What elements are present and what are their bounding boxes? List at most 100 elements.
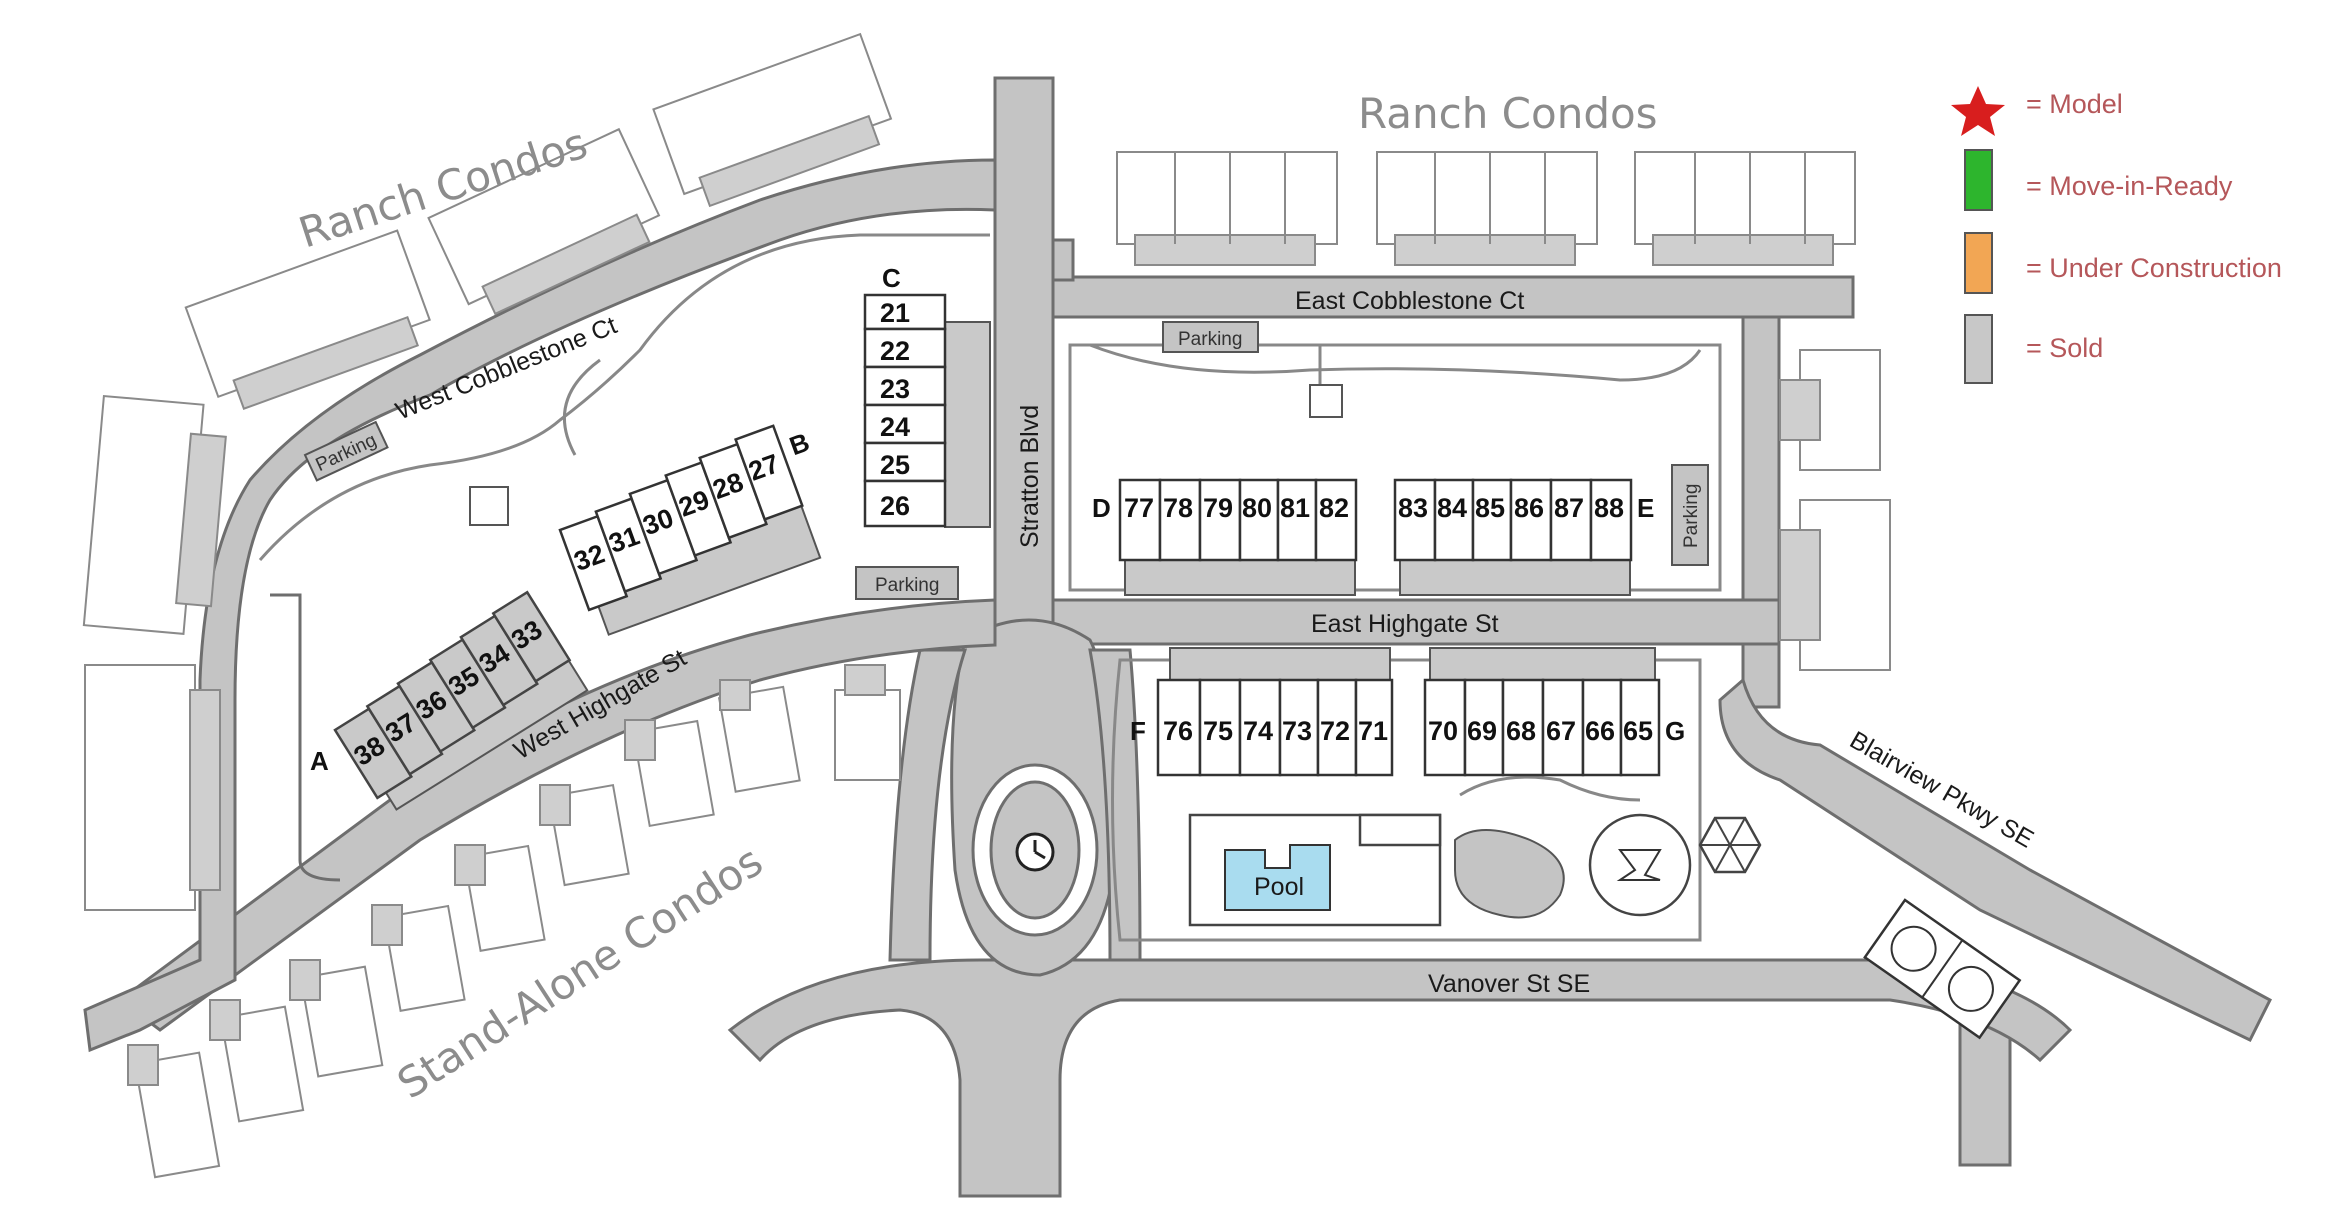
street-label-east-cobblestone: East Cobblestone Ct	[1295, 287, 1524, 315]
road-vanover	[727, 958, 2073, 1198]
plaza-area	[1454, 813, 1692, 919]
street-label-east-highgate: East Highgate St	[1311, 610, 1499, 638]
mailbox-kiosk	[469, 486, 509, 526]
unit-27[interactable]	[734, 424, 804, 521]
unit-71[interactable]	[1354, 678, 1394, 777]
unit-70[interactable]	[1423, 678, 1467, 777]
unit-73[interactable]	[1278, 678, 1320, 777]
road-west-cobblestone	[83, 158, 997, 1053]
unit-label: 79	[1203, 493, 1233, 523]
road-west-inner-path	[270, 593, 341, 882]
street-label-vanover: Vanover St SE	[1428, 970, 1590, 998]
legend-item-move-in-ready: = Move-in-Ready	[1964, 149, 2233, 211]
unit-label: 77	[1124, 493, 1154, 523]
unit-84[interactable]	[1433, 478, 1475, 562]
building-letter-g: G	[1665, 716, 1685, 746]
building-c: C 21 22 23 24 25 26	[863, 263, 991, 528]
unit-81[interactable]	[1276, 478, 1318, 562]
unit-label: 80	[1242, 493, 1272, 523]
unit-26[interactable]	[863, 479, 947, 528]
unit-label: 65	[1623, 716, 1653, 746]
unit-74[interactable]	[1238, 678, 1282, 777]
roads	[83, 76, 2272, 1198]
unit-87[interactable]	[1549, 478, 1593, 562]
unit-76[interactable]	[1156, 678, 1202, 777]
playground-icon	[1616, 849, 1662, 881]
unit-label: 66	[1585, 716, 1615, 746]
unit-label: 88	[1594, 493, 1624, 523]
unit-label: 73	[1282, 716, 1312, 746]
unit-label: 70	[1428, 716, 1458, 746]
star-icon	[1951, 86, 2005, 136]
unit-82[interactable]	[1314, 478, 1358, 562]
unit-label: 23	[880, 374, 910, 404]
unit-label: 24	[880, 412, 910, 442]
kiosk-east	[1309, 384, 1343, 418]
unit-label: 86	[1514, 493, 1544, 523]
building-letter-e: E	[1637, 493, 1654, 523]
unit-22[interactable]	[863, 327, 947, 369]
unit-68[interactable]	[1501, 678, 1545, 777]
unit-label: 68	[1506, 716, 1536, 746]
legend-label: = Under Construction	[2026, 253, 2282, 283]
area-label-ranch-condos-north: Ranch Condos	[1358, 89, 1658, 138]
gazebo-icon	[1698, 816, 1762, 874]
ranch-condos-west	[82, 32, 893, 911]
unit-label: 76	[1163, 716, 1193, 746]
road-east-cobblestone	[1051, 275, 1855, 319]
legend-item-sold: = Sold	[1964, 314, 2103, 384]
legend-label: = Move-in-Ready	[2026, 171, 2233, 201]
pool-label: Pool	[1254, 873, 1304, 901]
unit-85[interactable]	[1471, 478, 1513, 562]
unit-79[interactable]	[1198, 478, 1242, 562]
unit-83[interactable]	[1393, 478, 1437, 562]
unit-23[interactable]	[863, 365, 947, 407]
road-stratton-north	[993, 76, 1055, 670]
legend-item-under-construction: = Under Construction	[1964, 232, 2282, 294]
unit-33[interactable]	[491, 590, 572, 683]
unit-label: 69	[1467, 716, 1497, 746]
orange-unit-icon	[1964, 232, 1993, 294]
unit-label: 25	[880, 450, 910, 480]
legend-item-model: = Model	[1951, 86, 2123, 136]
building-letter-f: F	[1130, 716, 1146, 746]
unit-67[interactable]	[1541, 678, 1585, 777]
building-a: 38 37 36 35 34 33	[333, 590, 589, 811]
building-letter-a: A	[310, 746, 329, 776]
ranch-condos-east	[1779, 349, 1891, 671]
building-d: D 77 78 79 80 81 82	[1092, 478, 1358, 596]
building-letter-c: C	[882, 263, 901, 293]
unit-label: 26	[880, 491, 910, 521]
road-roundabout-east	[1088, 648, 1142, 962]
unit-label: 72	[1320, 716, 1350, 746]
unit-66[interactable]	[1581, 678, 1623, 777]
unit-88[interactable]	[1589, 478, 1633, 562]
gray-unit-icon	[1964, 314, 1993, 384]
legend-label: = Model	[2026, 89, 2123, 119]
unit-label: 85	[1475, 493, 1505, 523]
ranch-condos-north	[1116, 151, 1856, 266]
unit-label: 74	[1243, 716, 1273, 746]
legend-label: = Sold	[2026, 333, 2103, 363]
road-east-loop-right	[1741, 315, 1781, 709]
unit-78[interactable]	[1158, 478, 1202, 562]
unit-label: 82	[1319, 493, 1349, 523]
road-blairview	[1718, 677, 2272, 1042]
unit-65[interactable]	[1619, 678, 1661, 777]
unit-75[interactable]	[1198, 678, 1242, 777]
unit-label: 78	[1163, 493, 1193, 523]
building-b: 32 31 30 29 28 27 B	[558, 424, 822, 636]
unit-label: 87	[1554, 493, 1584, 523]
parking-lot-center: Parking	[855, 566, 959, 600]
pool-shape	[1224, 844, 1331, 911]
unit-label: 22	[880, 336, 910, 366]
building-f: F 76 75 74 73 72 71	[1130, 647, 1394, 777]
unit-label: 81	[1280, 493, 1310, 523]
unit-label: 21	[880, 298, 910, 328]
parking-label: Parking	[1178, 329, 1242, 350]
walking-paths	[258, 233, 1722, 942]
unit-label: 75	[1203, 716, 1233, 746]
building-letter-b: B	[785, 427, 813, 462]
road-east-cobblestone-north-stub	[1051, 238, 1075, 282]
building-e: E 83 84 85 86 87 88	[1393, 478, 1654, 596]
